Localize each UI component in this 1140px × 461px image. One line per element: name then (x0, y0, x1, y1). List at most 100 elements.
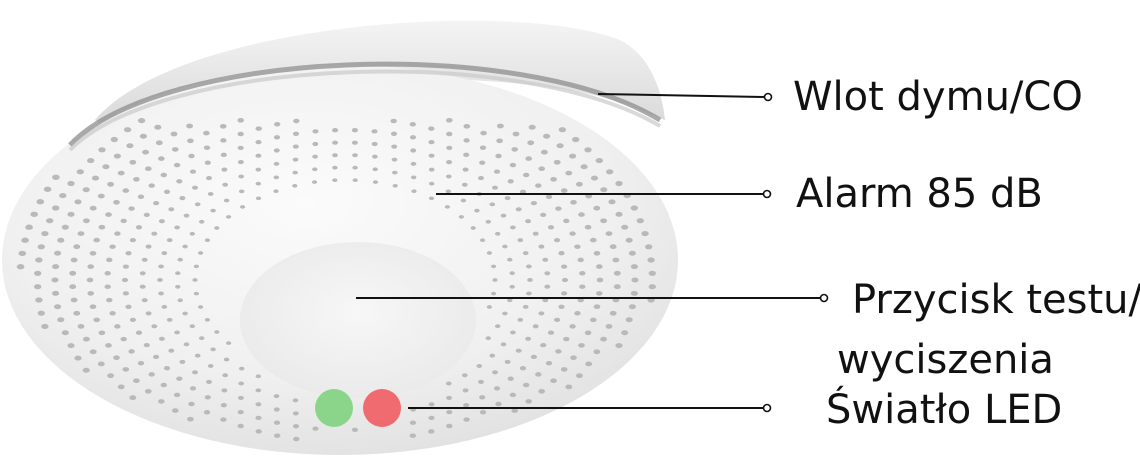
vent-hole (533, 324, 539, 328)
vent-hole (87, 158, 94, 163)
vent-hole (182, 245, 187, 249)
vent-hole (151, 324, 157, 328)
vent-hole (548, 225, 554, 229)
vent-hole (158, 399, 165, 404)
vent-hole (461, 199, 466, 203)
vent-hole (527, 140, 534, 145)
vent-hole (62, 330, 69, 335)
vent-hole (52, 291, 59, 296)
vent-hole (98, 147, 105, 152)
test-button[interactable] (240, 242, 476, 398)
vent-hole (629, 304, 636, 309)
vent-hole (312, 426, 318, 430)
vent-hole (255, 416, 261, 420)
vent-hole (525, 219, 531, 223)
vent-hole (446, 175, 452, 179)
vent-hole (531, 355, 537, 359)
vent-hole (59, 193, 66, 198)
vent-hole (516, 207, 522, 211)
vent-hole (612, 258, 619, 263)
vent-hole (57, 317, 64, 322)
vent-hole (195, 202, 201, 206)
vent-hole (510, 331, 516, 335)
vent-hole (502, 245, 507, 249)
vent-hole (509, 285, 514, 289)
vent-hole (641, 231, 648, 236)
vent-hole (544, 271, 550, 275)
vent-hole (179, 196, 185, 200)
vent-hole (410, 135, 416, 139)
vent-hole (122, 278, 128, 282)
vent-hole (87, 264, 94, 269)
vent-hole (446, 146, 452, 150)
leader-end-test (821, 295, 828, 302)
vent-hole (606, 231, 613, 236)
vent-hole (161, 173, 167, 177)
vent-hole (184, 342, 190, 346)
vent-hole (446, 424, 452, 428)
vent-hole (495, 232, 500, 236)
vent-hole (221, 153, 227, 157)
vent-hole (492, 278, 497, 282)
vent-hole (188, 154, 194, 158)
vent-hole (105, 212, 112, 217)
vent-hole (154, 125, 161, 130)
vent-hole (140, 285, 146, 289)
vent-hole (177, 258, 182, 262)
vent-hole (256, 374, 261, 378)
vent-hole (546, 361, 552, 365)
vent-hole (410, 148, 416, 152)
vent-hole (411, 176, 416, 180)
vent-hole (83, 368, 90, 373)
vent-hole (606, 324, 613, 329)
vent-hole (569, 231, 575, 235)
vent-hole (353, 178, 358, 182)
vent-hole (574, 311, 580, 315)
vent-hole (527, 278, 533, 282)
vent-hole (293, 424, 299, 428)
vent-hole (494, 386, 500, 390)
vent-hole (93, 238, 100, 243)
vent-hole (584, 147, 591, 152)
vent-hole (174, 393, 180, 397)
vent-hole (186, 124, 193, 129)
vent-hole (480, 145, 486, 149)
vent-hole (428, 126, 434, 130)
vent-hole (579, 271, 585, 275)
vent-hole (510, 163, 516, 167)
vent-hole (71, 258, 78, 263)
vent-hole (593, 206, 600, 211)
vent-hole (83, 218, 90, 223)
vent-hole (446, 118, 453, 123)
vent-hole (176, 179, 182, 183)
vent-hole (594, 251, 601, 256)
vent-hole (608, 199, 615, 204)
vent-hole (631, 205, 638, 210)
vent-hole (594, 304, 601, 309)
vent-hole (352, 153, 358, 157)
vent-hole (125, 305, 131, 309)
vent-hole (140, 134, 147, 139)
vent-hole (159, 219, 165, 223)
vent-hole (614, 284, 621, 289)
vent-hole (274, 176, 279, 180)
vent-hole (554, 318, 560, 322)
vent-hole (463, 168, 469, 172)
vent-hole (133, 177, 140, 182)
vent-hole (600, 218, 607, 223)
vent-hole (71, 298, 78, 303)
vent-hole (480, 131, 487, 136)
vent-hole (255, 154, 261, 158)
vent-hole (151, 232, 157, 236)
vent-hole (240, 205, 245, 209)
vent-hole (428, 140, 434, 144)
vent-hole (25, 225, 33, 230)
vent-hole (446, 190, 451, 194)
vent-hole (136, 225, 142, 229)
vent-hole (445, 205, 450, 209)
vent-hole (491, 292, 496, 296)
vent-hole (142, 150, 149, 155)
vent-hole (585, 330, 592, 335)
vent-hole (182, 312, 187, 316)
